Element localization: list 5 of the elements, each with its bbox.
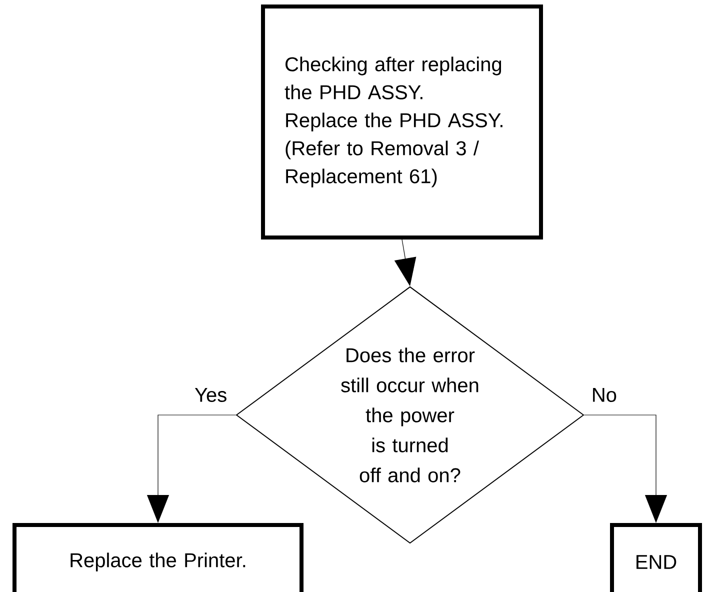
edge-label: No	[590, 387, 618, 403]
edge-label: Yes	[194, 387, 228, 403]
process-box: Checking after replacing the PHD ASSY. Replace the PHD ASSY. (Refer to Removal 3 / Replacement 61)	[261, 4, 543, 240]
process-box: END	[610, 523, 702, 592]
process-box: Replace the Printer.	[12, 523, 304, 592]
